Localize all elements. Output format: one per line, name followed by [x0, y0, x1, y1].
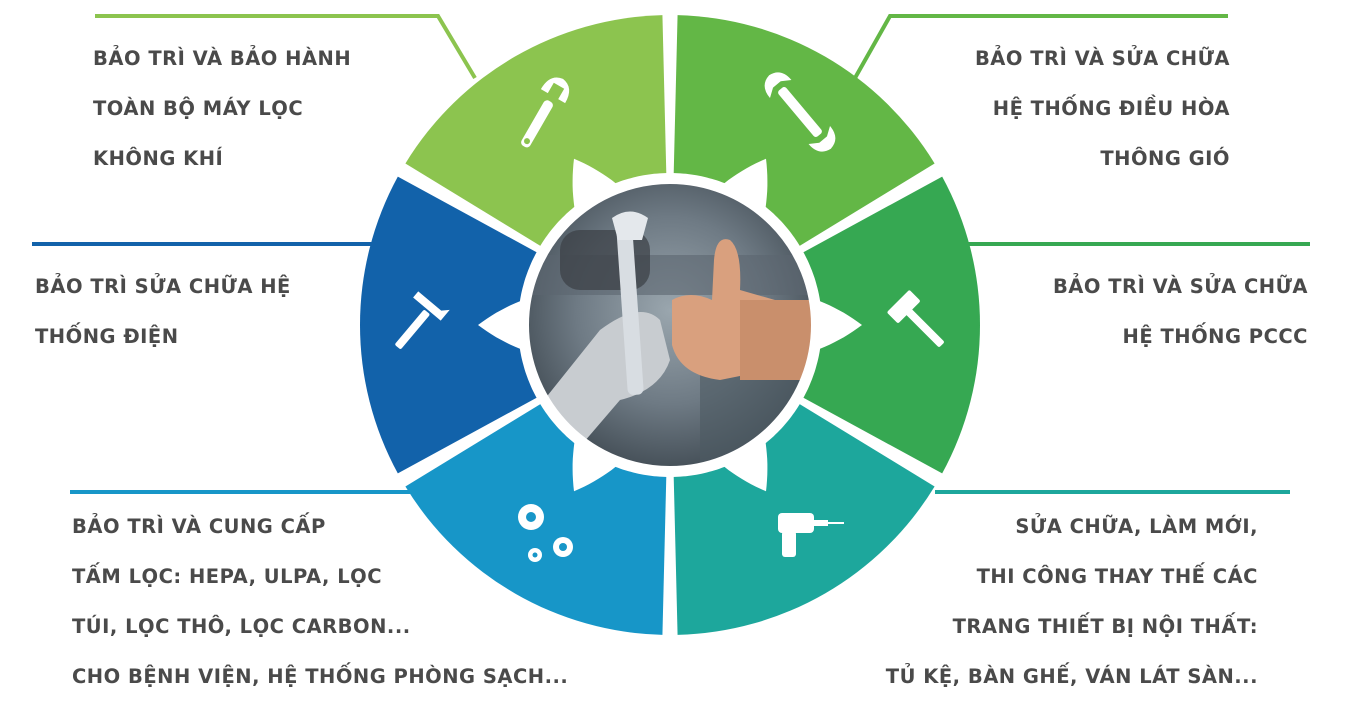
callout-line-top-right	[853, 14, 1228, 79]
drill-icon	[778, 513, 844, 557]
label-line: BẢO TRÌ VÀ SỬA CHỮA	[974, 47, 1230, 70]
label-line: TẤM LỌC: HEPA, ULPA, LỌC	[72, 565, 383, 588]
label-bottom-left: BẢO TRÌ VÀ CUNG CẤP TẤM LỌC: HEPA, ULPA,…	[72, 502, 568, 702]
label-line: BẢO TRÌ VÀ SỬA CHỮA	[1052, 275, 1308, 298]
claw-hammer-icon	[395, 291, 450, 349]
gears-icon	[518, 504, 573, 562]
label-line: THI CÔNG THAY THẾ CÁC	[976, 565, 1258, 588]
service-wheel-diagram	[32, 14, 1310, 635]
label-mid-right: BẢO TRÌ VÀ SỬA CHỮA HỆ THỐNG PCCC	[1053, 262, 1308, 362]
label-line: TỦ KỆ, BÀN GHẾ, VÁN LÁT SÀN...	[885, 665, 1258, 688]
label-line: TOÀN BỘ MÁY LỌC	[93, 97, 304, 120]
label-line: THÔNG GIÓ	[1100, 147, 1230, 170]
center-photo	[528, 183, 812, 467]
label-line: CHO BỆNH VIỆN, HỆ THỐNG PHÒNG SẠCH...	[72, 665, 569, 688]
label-mid-left: BẢO TRÌ SỬA CHỮA HỆ THỐNG ĐIỆN	[35, 262, 291, 362]
label-line: BẢO TRÌ SỬA CHỮA HỆ	[35, 275, 291, 298]
label-line: SỬA CHỮA, LÀM MỚI,	[1015, 515, 1258, 538]
label-line: TÚI, LỌC THÔ, LỌC CARBON...	[72, 615, 411, 638]
label-line: KHÔNG KHÍ	[93, 147, 224, 170]
label-top-right: BẢO TRÌ VÀ SỬA CHỮA HỆ THỐNG ĐIỀU HÒA TH…	[975, 34, 1230, 184]
label-line: THỐNG ĐIỆN	[35, 325, 179, 348]
label-line: TRANG THIẾT BỊ NỘI THẤT:	[952, 615, 1258, 638]
label-bottom-right: SỬA CHỮA, LÀM MỚI, THI CÔNG THAY THẾ CÁC…	[886, 502, 1258, 702]
callout-line-top-left	[95, 14, 477, 80]
label-line: HỆ THỐNG PCCC	[1122, 325, 1308, 348]
label-line: BẢO TRÌ VÀ CUNG CẤP	[72, 515, 326, 538]
label-line: HỆ THỐNG ĐIỀU HÒA	[992, 97, 1230, 120]
adjustable-wrench-icon	[521, 77, 570, 148]
wrench-icon	[764, 72, 836, 152]
label-line: BẢO TRÌ VÀ BẢO HÀNH	[93, 47, 352, 70]
label-top-left: BẢO TRÌ VÀ BẢO HÀNH TOÀN BỘ MÁY LỌC KHÔN…	[93, 34, 351, 184]
hammer-icon	[887, 290, 944, 347]
